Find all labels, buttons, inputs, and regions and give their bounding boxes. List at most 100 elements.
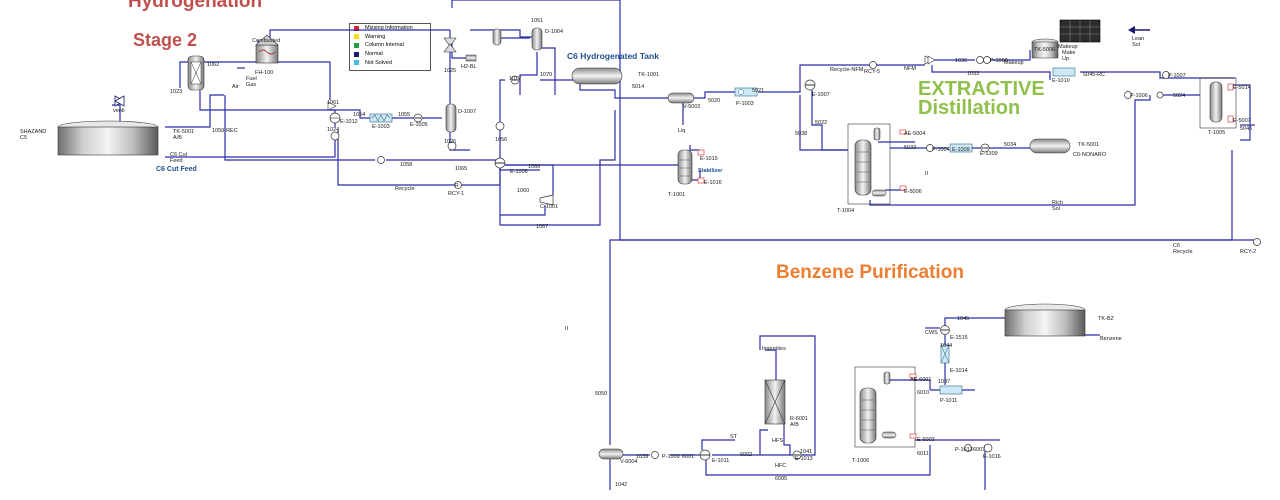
pump-p1009[interactable] xyxy=(651,451,659,459)
label-1056: 1056 xyxy=(495,137,507,143)
drum-d1004[interactable] xyxy=(531,27,543,51)
recycle-rcy1[interactable]: R xyxy=(454,181,462,190)
label-e1015: E-1015 xyxy=(700,156,718,162)
label-1036: 1036 xyxy=(955,58,967,64)
exchanger-e1009[interactable] xyxy=(949,143,973,153)
label-tkbz: TK-BZ xyxy=(1098,316,1115,322)
label-t1001: T-1001 xyxy=(668,192,685,198)
label-1039: 1039 xyxy=(636,454,648,460)
tank-tk-bz[interactable] xyxy=(1004,303,1086,337)
label-5033: 5033 xyxy=(904,145,916,151)
c6-cut-feed-title: C6 Cut Feed xyxy=(156,166,197,173)
drum-v5002[interactable] xyxy=(667,92,695,104)
mixer-1024[interactable] xyxy=(330,131,340,141)
status-legend: Missing Information Warning Column Inter… xyxy=(349,23,431,71)
label-5020: 5020 xyxy=(708,98,720,104)
mixer-1061[interactable] xyxy=(327,101,337,111)
label-shazand: SHAZAND xyxy=(20,129,46,135)
valve-1017[interactable] xyxy=(510,75,520,85)
label-1025: 1025 xyxy=(444,68,456,74)
column-t1005[interactable] xyxy=(1199,77,1237,129)
pump-p1013[interactable] xyxy=(964,444,972,452)
exchanger-1026[interactable] xyxy=(447,141,457,151)
exchanger-e1016[interactable] xyxy=(983,443,993,453)
valve-5024[interactable] xyxy=(1156,91,1164,99)
label-d1007: D-1007 xyxy=(458,109,476,115)
legend-entry: Not Solved xyxy=(350,58,430,67)
label-stabilizer: Stabilizer xyxy=(698,168,723,174)
valve-rcy5[interactable] xyxy=(869,61,877,69)
tank-tk1001[interactable] xyxy=(571,67,623,85)
label-t1006: T-1006 xyxy=(852,458,869,464)
vent-valve[interactable] xyxy=(114,95,125,107)
stream-line xyxy=(1228,84,1251,141)
exchanger-e1309[interactable] xyxy=(980,143,990,153)
tank-tk5006[interactable] xyxy=(1031,38,1059,59)
label-e1005: E-1005 xyxy=(410,122,428,128)
label-1054: 1054 xyxy=(353,112,365,118)
stream-line xyxy=(165,140,336,158)
label-1059rec: 1059-REC xyxy=(212,128,238,134)
pump-p1003[interactable] xyxy=(734,87,758,97)
exchanger-e1010[interactable] xyxy=(1052,67,1076,77)
heat-exchanger-e1012[interactable] xyxy=(329,112,341,124)
label-p1013: P-1013 xyxy=(955,447,973,453)
stream-line xyxy=(705,445,931,476)
pump-p1007[interactable] xyxy=(1162,71,1170,79)
drum-v6004[interactable] xyxy=(598,448,624,460)
compressor-c1001[interactable] xyxy=(539,194,554,206)
tank-tk5001[interactable] xyxy=(57,120,159,156)
label-ae6001: AE-6001 xyxy=(910,377,931,383)
separator-1025[interactable] xyxy=(443,37,457,53)
exchanger-e1013[interactable] xyxy=(792,450,802,460)
label-e1309: E-1309 xyxy=(980,151,998,157)
exchanger-e1006[interactable] xyxy=(494,157,506,169)
reactor-r6001[interactable] xyxy=(764,379,786,425)
reactor-vessel[interactable] xyxy=(187,55,205,91)
fired-heater-fh100[interactable] xyxy=(255,34,279,64)
label-1044: 1044 xyxy=(940,343,952,349)
heater-e1005[interactable] xyxy=(413,113,423,123)
column-t1004[interactable] xyxy=(847,123,907,205)
label-e1016: E-1016 xyxy=(704,180,722,186)
drum-1051[interactable] xyxy=(492,28,502,46)
label-1024: 1024 xyxy=(327,127,339,133)
label-6010: 6010 xyxy=(917,390,929,396)
column-t1006[interactable] xyxy=(854,366,917,448)
exchanger-e1011[interactable] xyxy=(699,449,711,461)
recycle-rcy2[interactable] xyxy=(1253,238,1261,246)
pump-p1004[interactable] xyxy=(926,144,934,152)
label-5038: 5038 xyxy=(795,131,807,137)
column-t1001-stabilizer[interactable] xyxy=(677,149,705,185)
exchanger-1056[interactable] xyxy=(495,121,505,131)
stream-line xyxy=(519,52,538,95)
label-impurities: Impurities xyxy=(762,346,786,352)
pump-p1008[interactable] xyxy=(976,56,991,64)
drum-d1007[interactable] xyxy=(445,103,457,133)
label-rcy1: RCY-1 xyxy=(448,191,464,197)
exchanger-e1007[interactable] xyxy=(804,79,816,91)
label-makeup2: Makeup xyxy=(1058,44,1078,50)
lean-sol-arrow-icon xyxy=(1128,26,1150,34)
pump-p1011[interactable] xyxy=(939,385,963,395)
pump-p1006[interactable] xyxy=(1124,91,1132,99)
tank-c6-nonaro[interactable] xyxy=(1029,138,1071,154)
label-recycle2: Recycle xyxy=(1173,249,1193,255)
label-d1004: D-1004 xyxy=(545,29,563,35)
cooler-e1003[interactable] xyxy=(369,113,393,123)
cooler-e1014[interactable] xyxy=(940,344,950,364)
label-st: ST xyxy=(730,434,738,440)
mixer-nfm[interactable] xyxy=(924,55,936,65)
exchanger-e1515[interactable] xyxy=(940,325,950,335)
label-rcy5: RCY-5 xyxy=(864,69,880,75)
c6-hydrogenated-tank-title: C6 Hydrogenated Tank xyxy=(567,51,659,61)
label-1070: 1070 xyxy=(540,72,552,78)
stream-line xyxy=(799,95,822,151)
separator-h2bl[interactable] xyxy=(465,54,477,62)
stream-line xyxy=(759,429,768,455)
pump-1058[interactable] xyxy=(377,156,385,164)
makeup-spreadsheet-block[interactable] xyxy=(1059,19,1101,43)
label-1045: 1045 xyxy=(957,316,969,322)
label-feed: Feed xyxy=(170,158,183,164)
legend-entry: Column Internal xyxy=(350,41,430,50)
